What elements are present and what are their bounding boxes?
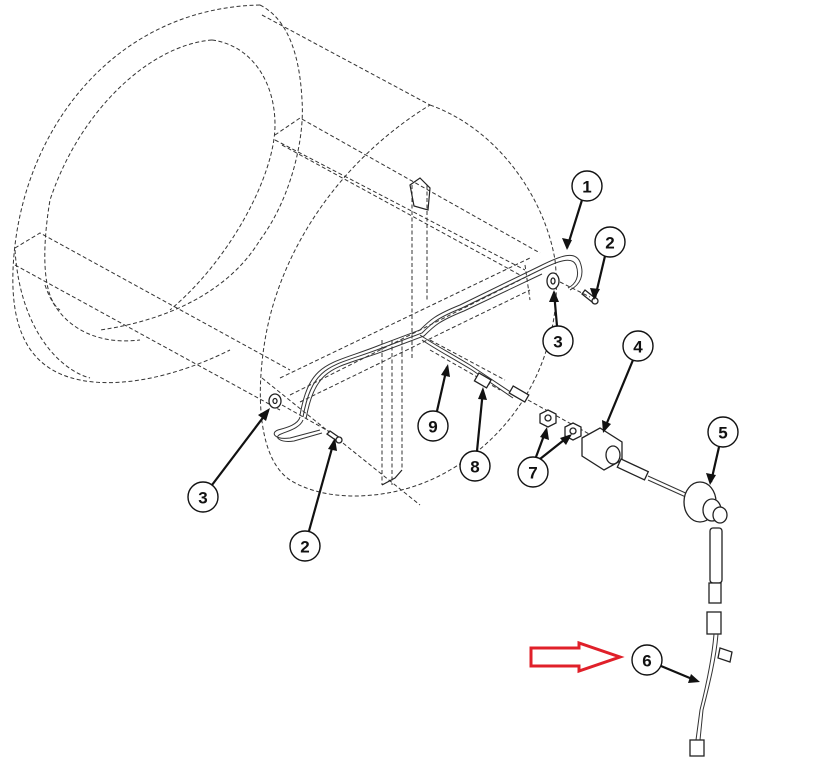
- sleeve: [473, 372, 492, 389]
- callouts: 1 2 3 4 5: [187, 170, 739, 683]
- callout-3-left[interactable]: 3: [187, 408, 270, 513]
- svg-text:4: 4: [633, 338, 643, 357]
- callout-9[interactable]: 9: [417, 364, 450, 442]
- red-highlight-arrow: [529, 640, 625, 674]
- callout-6[interactable]: 6: [631, 644, 700, 683]
- svg-text:7: 7: [528, 464, 537, 483]
- callout-2-right[interactable]: 2: [590, 226, 626, 300]
- svg-text:3: 3: [553, 333, 562, 352]
- svg-text:2: 2: [605, 234, 614, 253]
- svg-text:2: 2: [300, 538, 309, 557]
- svg-text:8: 8: [470, 458, 479, 477]
- callout-4[interactable]: 4: [602, 330, 654, 433]
- svg-text:6: 6: [642, 652, 651, 671]
- callout-1[interactable]: 1: [562, 170, 603, 250]
- callout-3-right[interactable]: 3: [542, 290, 574, 357]
- svg-text:3: 3: [198, 489, 207, 508]
- callout-5[interactable]: 5: [706, 416, 739, 485]
- svg-text:1: 1: [582, 178, 591, 197]
- drum-shell: [12, 4, 557, 506]
- parts: [268, 272, 733, 757]
- sensor-body: [709, 527, 723, 584]
- wire-harness: [273, 254, 583, 442]
- callout-2-left[interactable]: 2: [289, 438, 337, 562]
- callout-8[interactable]: 8: [459, 387, 491, 482]
- callout-7[interactable]: 7: [517, 427, 572, 488]
- svg-text:9: 9: [428, 418, 437, 437]
- svg-text:5: 5: [718, 424, 727, 443]
- end-connector: [689, 739, 705, 757]
